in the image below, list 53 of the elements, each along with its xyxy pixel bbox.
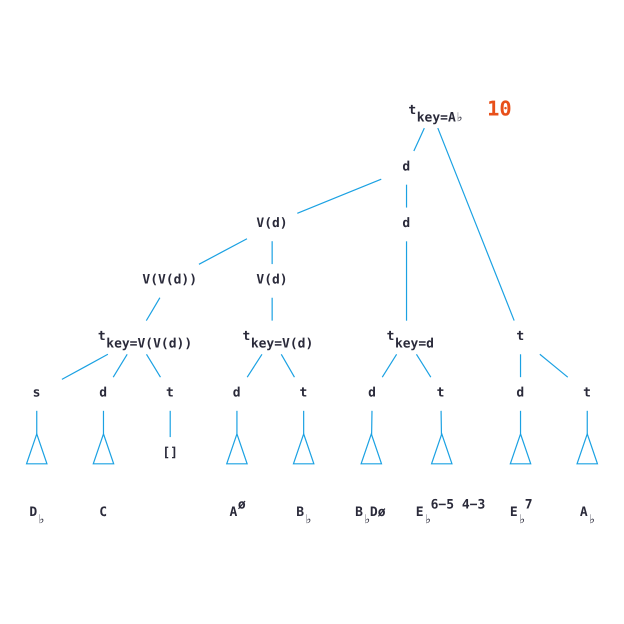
- node-text: t: [516, 328, 524, 344]
- connector: [297, 178, 382, 214]
- node-triangle: [92, 432, 115, 464]
- node-text: d: [232, 385, 241, 400]
- connector: [272, 297, 273, 320]
- connector: [437, 127, 515, 320]
- node-text: V(V(d)): [142, 272, 198, 287]
- connector: [146, 353, 161, 377]
- node-text: s: [32, 385, 40, 400]
- node-text: d: [368, 385, 376, 400]
- connector: [586, 410, 588, 434]
- node-text: V(d): [256, 215, 288, 230]
- node-text: d: [516, 385, 524, 400]
- connector: [280, 353, 295, 377]
- connector: [62, 353, 108, 380]
- node-triangle: [360, 432, 382, 464]
- connector: [406, 184, 408, 208]
- node-label: C: [99, 504, 108, 520]
- connector: [406, 240, 408, 320]
- connector: [236, 410, 238, 434]
- connector: [170, 410, 171, 437]
- node-text: d: [99, 385, 108, 400]
- node-triangle: [509, 432, 532, 464]
- node-text: t: [436, 385, 444, 400]
- connector: [416, 353, 432, 377]
- connector: [520, 410, 522, 434]
- node-text: []: [162, 444, 178, 460]
- node-text: t: [583, 385, 591, 400]
- connector: [112, 353, 128, 377]
- node-text: V(d): [256, 272, 288, 287]
- node-triangle: [576, 432, 598, 464]
- connector: [246, 353, 262, 377]
- node-triangle: [430, 432, 453, 464]
- connector: [198, 238, 248, 264]
- connector: [382, 353, 398, 377]
- connector: [440, 410, 442, 434]
- connector: [520, 354, 522, 377]
- connector: [413, 127, 425, 151]
- node-text: d: [402, 215, 410, 230]
- node-triangle: [292, 432, 315, 464]
- connector: [539, 353, 568, 378]
- node-text: t: [166, 385, 174, 400]
- node-triangle: [226, 432, 248, 464]
- label: 10: [487, 96, 512, 120]
- node-text: d: [402, 158, 410, 174]
- node-triangle: [26, 432, 48, 464]
- connector: [36, 410, 38, 434]
- connector: [272, 240, 273, 264]
- connector: [371, 410, 373, 434]
- connector: [303, 410, 304, 434]
- connector: [102, 410, 104, 434]
- connector: [146, 296, 160, 320]
- node-text: t: [299, 385, 308, 400]
